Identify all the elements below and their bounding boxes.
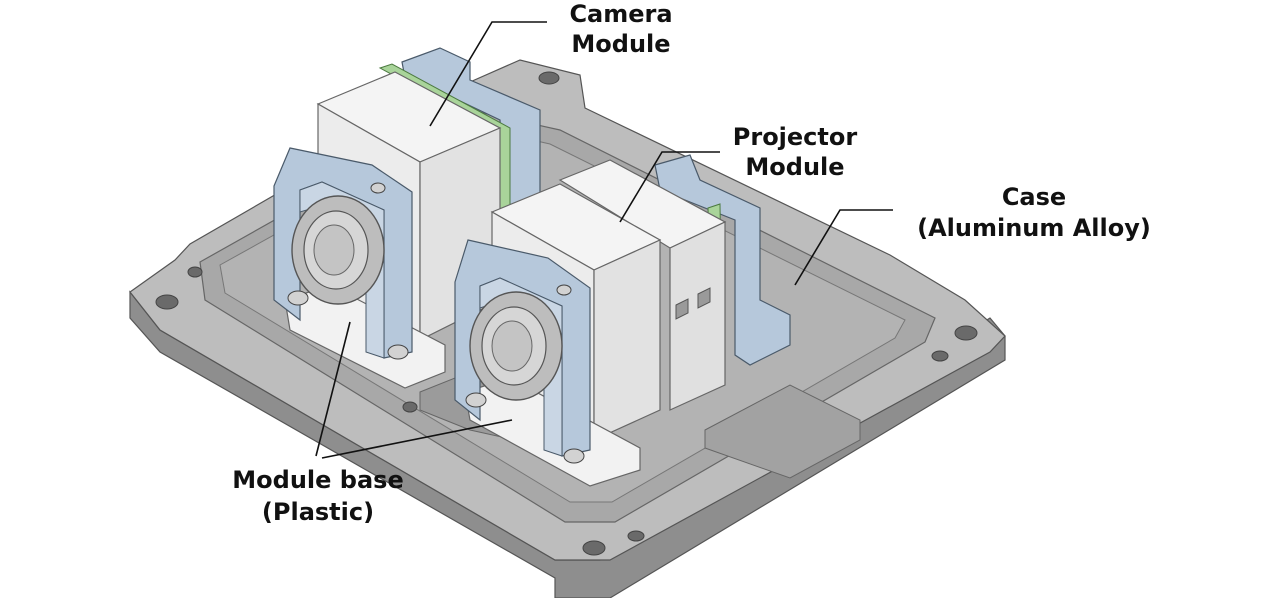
screw <box>556 284 572 296</box>
screw <box>563 448 585 464</box>
screw <box>465 392 487 408</box>
projector-rear-block-side <box>669 221 726 411</box>
mount-hole <box>187 266 203 278</box>
vent-slot <box>697 287 711 309</box>
module-base-label-line2: (Plastic) <box>262 498 374 526</box>
screw <box>370 182 386 194</box>
mount-hole <box>155 294 179 310</box>
projector-lens-glass <box>491 320 533 372</box>
mount-hole <box>954 325 978 341</box>
projector-module <box>454 159 727 487</box>
case-leader <box>794 209 893 286</box>
mount-hole <box>402 401 418 413</box>
screw <box>287 290 309 306</box>
projector-box-side <box>593 239 661 441</box>
camera-module-label-line1: Camera <box>569 0 672 28</box>
mount-hole <box>627 530 645 542</box>
camera-module-label-line2: Module <box>571 30 670 58</box>
module-base-leader-projector <box>321 419 513 459</box>
mount-hole <box>582 540 606 556</box>
case-label-line2: (Aluminum Alloy) <box>917 214 1151 242</box>
callout-labels: Camera Module Projector Module Case (Alu… <box>232 0 1151 526</box>
vent-slot <box>675 298 689 320</box>
camera-module <box>273 71 502 389</box>
screw <box>387 344 409 360</box>
camera-module-leader <box>429 21 547 127</box>
case-floor-block <box>704 384 861 479</box>
camera-lens-glass <box>313 224 355 276</box>
case-label-line1: Case <box>1002 183 1066 211</box>
projector-module-leader <box>619 151 720 223</box>
mount-hole <box>931 350 949 362</box>
projector-rear-bracket <box>654 154 791 366</box>
projector-module-label-line2: Module <box>745 153 844 181</box>
projector-module-label-line1: Projector <box>733 123 858 151</box>
module-base-leader-camera <box>315 321 351 457</box>
module-base-label-line1: Module base <box>232 466 403 494</box>
mount-hole <box>538 71 560 85</box>
leader-lines <box>315 21 893 459</box>
